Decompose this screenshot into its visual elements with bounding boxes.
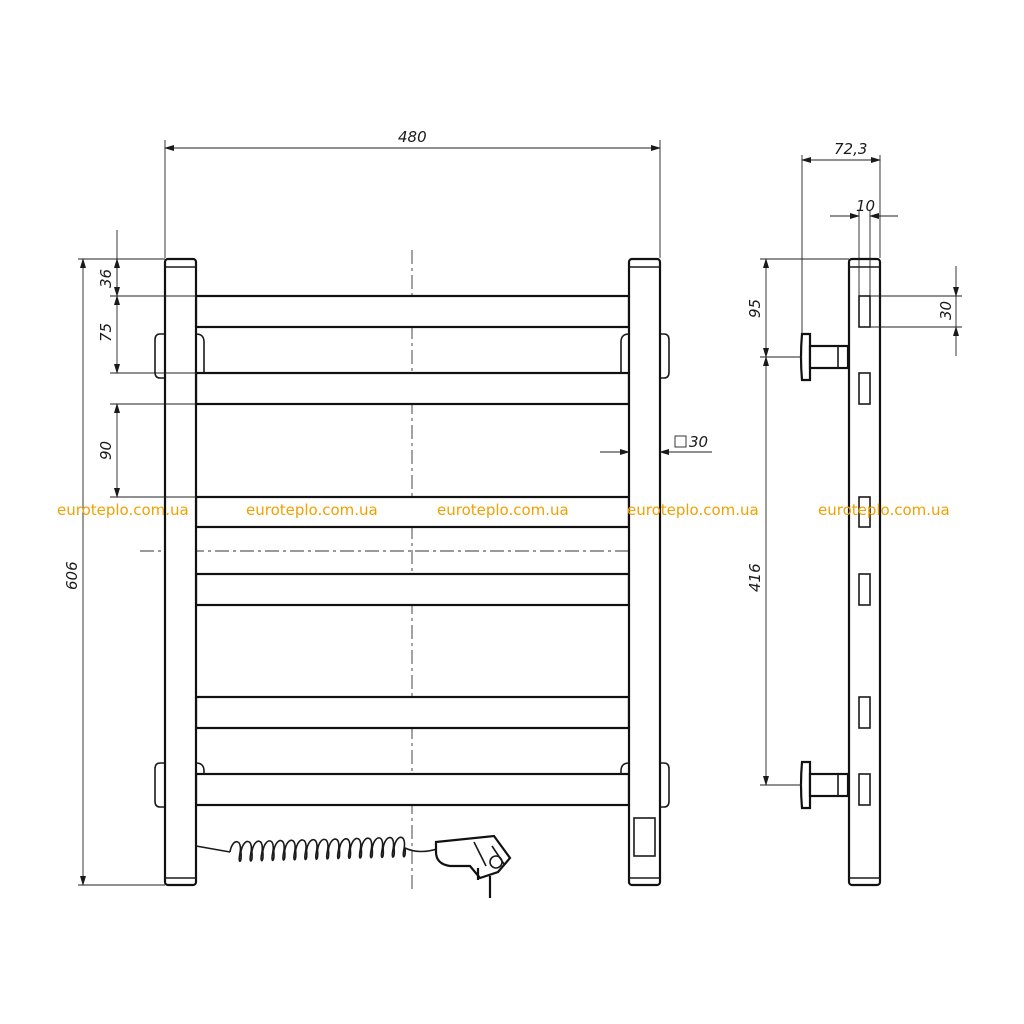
dim-gap-label: 10: [856, 197, 875, 215]
wall-mount-top: [799, 332, 850, 382]
watermark: euroteplo.com.ua: [437, 501, 569, 519]
watermark: euroteplo.com.ua: [627, 501, 759, 519]
side-dimensions: 72,3 10 95 416 30: [746, 140, 962, 786]
square-profile-icon: [674, 435, 687, 448]
dim-mid-spacing-label: 90: [97, 441, 115, 460]
wall-bracket-right-bottom: [660, 762, 670, 808]
dim-width-label: 480: [398, 128, 427, 146]
crossbar-ends: [858, 295, 871, 806]
dim-bracket-spacing-label: 416: [746, 563, 764, 592]
dim-side-top-label: 95: [746, 299, 764, 318]
dim-side-profile-label: 30: [937, 301, 955, 320]
front-dimensions: 480 606 36 75 90 30: [63, 128, 712, 886]
wall-bracket-left-bottom: [154, 762, 166, 808]
watermarks: euroteplo.com.ua euroteplo.com.ua eurote…: [57, 501, 950, 519]
dim-height-label: 606: [63, 561, 81, 590]
wall-bracket-right-bottom-inner: [620, 762, 630, 774]
cable-lead: [195, 845, 231, 853]
side-upright: [847, 257, 882, 887]
crossbar: [194, 294, 631, 329]
watermark: euroteplo.com.ua: [57, 501, 189, 519]
watermark: euroteplo.com.ua: [818, 501, 950, 519]
side-view: [799, 257, 882, 887]
heater-switch: [633, 817, 656, 857]
crossbars: [194, 294, 631, 807]
power-cable: [195, 836, 441, 863]
crossbar: [194, 371, 631, 406]
wall-bracket-right-top-inner: [620, 333, 630, 372]
watermark: euroteplo.com.ua: [246, 501, 378, 519]
left-upright: [163, 257, 198, 887]
dim-profile-label: 30: [689, 433, 708, 451]
plug-icon: [434, 834, 512, 898]
front-view: [140, 250, 670, 898]
crossbar: [194, 572, 631, 607]
crossbar: [194, 772, 631, 807]
wall-bracket-right-top: [660, 333, 670, 379]
cable-tail: [404, 847, 441, 853]
dim-top-spacing-label: 75: [97, 323, 115, 342]
wall-bracket-left-top-inner: [195, 333, 205, 372]
crossbar: [194, 695, 631, 730]
wall-bracket-left-top: [154, 333, 166, 379]
dim-top-offset-label: 36: [97, 269, 115, 288]
wall-mount-bottom: [799, 760, 850, 810]
dim-depth-label: 72,3: [834, 140, 867, 158]
cable-coil: [229, 836, 406, 863]
wall-bracket-left-bottom-inner: [195, 762, 205, 774]
right-upright: [627, 257, 662, 887]
